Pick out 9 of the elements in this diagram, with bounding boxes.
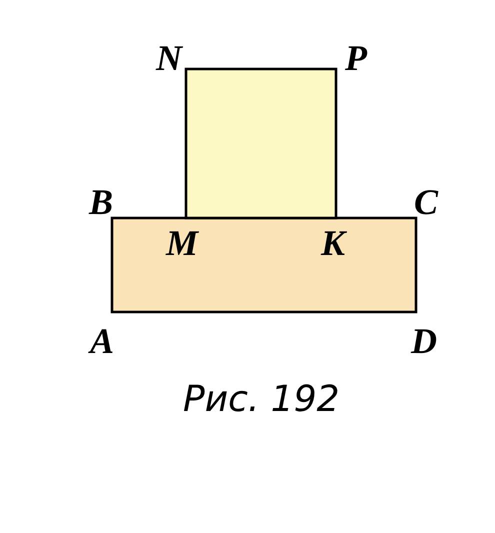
vertex-label: C <box>414 184 438 220</box>
vertex-label: P <box>345 40 367 76</box>
vertex-label: M <box>166 225 198 261</box>
vertex-label: N <box>156 40 182 76</box>
vertex-label: D <box>411 323 437 359</box>
vertex-label: K <box>321 225 346 261</box>
vertex-label: B <box>89 184 114 220</box>
vertex-label: A <box>90 323 114 359</box>
figure-caption: Рис. 192 <box>183 382 340 418</box>
